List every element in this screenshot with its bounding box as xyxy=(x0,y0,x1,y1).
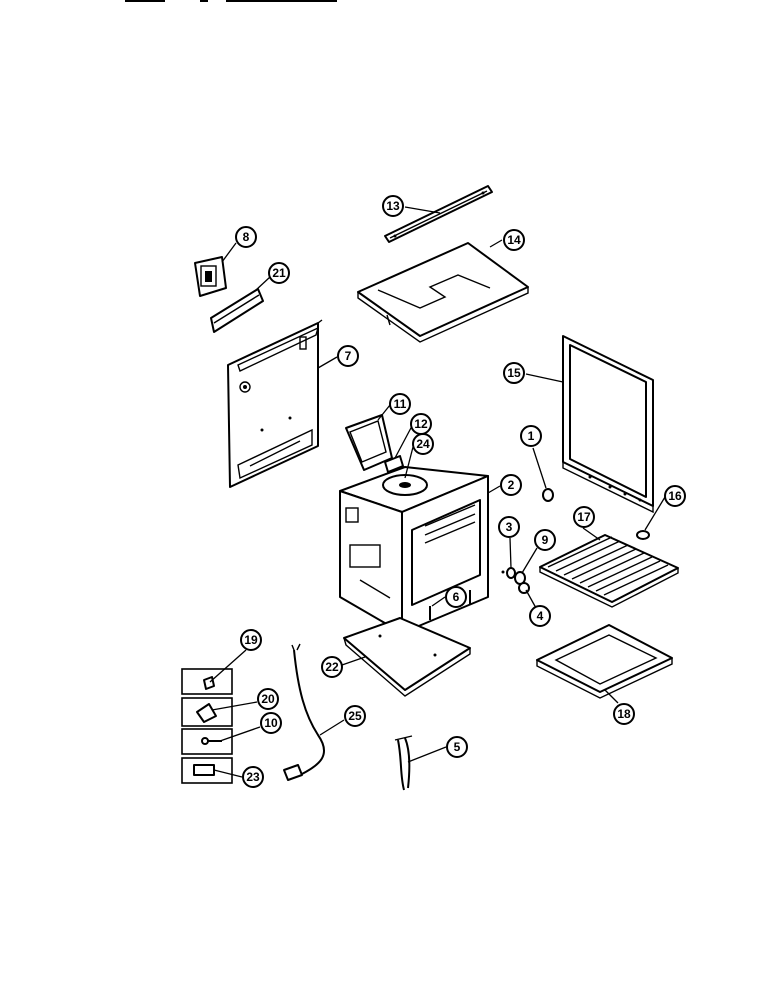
svg-text:3: 3 xyxy=(506,520,513,534)
leader-lines xyxy=(209,206,666,778)
svg-text:12: 12 xyxy=(414,417,428,431)
callout-7: 7 xyxy=(337,345,359,367)
part-15-door xyxy=(562,335,654,514)
callout-11: 11 xyxy=(389,393,411,415)
svg-text:1: 1 xyxy=(528,429,535,443)
callout-6: 6 xyxy=(445,586,467,608)
part-21-control-strip xyxy=(210,288,264,333)
hardware-box-23 xyxy=(181,757,233,784)
svg-text:23: 23 xyxy=(246,770,260,784)
callout-17: 17 xyxy=(573,506,595,528)
part-2-oven-body xyxy=(339,466,489,640)
callout-10: 10 xyxy=(260,712,282,734)
part-25-power-cord xyxy=(283,643,325,781)
part-8-control-switch xyxy=(194,256,227,297)
callout-20: 20 xyxy=(257,688,279,710)
part-5-wire-clip xyxy=(394,735,413,791)
svg-text:18: 18 xyxy=(617,707,631,721)
svg-text:16: 16 xyxy=(668,489,682,503)
callout-2: 2 xyxy=(500,474,522,496)
svg-text:4: 4 xyxy=(537,609,544,623)
svg-text:19: 19 xyxy=(244,633,258,647)
callout-9: 9 xyxy=(534,529,556,551)
callout-16: 16 xyxy=(664,485,686,507)
svg-text:13: 13 xyxy=(386,199,400,213)
callout-19: 19 xyxy=(240,629,262,651)
svg-text:5: 5 xyxy=(454,740,461,754)
callout-8: 8 xyxy=(235,226,257,248)
svg-text:8: 8 xyxy=(243,230,250,244)
part-14-cooktop-panel xyxy=(357,242,529,343)
part-18-broiler-pan xyxy=(536,624,673,699)
callout-1: 1 xyxy=(520,425,542,447)
svg-text:21: 21 xyxy=(272,266,286,280)
hardware-box-10 xyxy=(181,728,233,755)
svg-text:6: 6 xyxy=(453,590,460,604)
part-13-top-trim xyxy=(384,185,493,243)
svg-text:14: 14 xyxy=(507,233,521,247)
callout-3: 3 xyxy=(498,516,520,538)
part-17-oven-rack xyxy=(539,534,679,608)
callout-14: 14 xyxy=(503,229,525,251)
svg-text:11: 11 xyxy=(394,397,407,411)
callout-21: 21 xyxy=(268,262,290,284)
callout-24: 24 xyxy=(412,433,434,455)
callout-5: 5 xyxy=(446,736,468,758)
callout-4: 4 xyxy=(529,605,551,627)
svg-text:22: 22 xyxy=(325,660,339,674)
svg-text:20: 20 xyxy=(261,692,275,706)
svg-text:7: 7 xyxy=(345,349,352,363)
hardware-box-20 xyxy=(181,697,233,727)
callout-18: 18 xyxy=(613,703,635,725)
svg-text:10: 10 xyxy=(264,716,278,730)
callout-15: 15 xyxy=(503,362,525,384)
callout-13: 13 xyxy=(382,195,404,217)
part-3-9-4-light-assembly xyxy=(501,567,530,594)
callout-25: 25 xyxy=(344,705,366,727)
svg-text:15: 15 xyxy=(507,366,521,380)
part-11-burner-box xyxy=(345,414,393,471)
svg-text:25: 25 xyxy=(348,709,362,723)
svg-text:24: 24 xyxy=(416,437,430,451)
part-22-bottom-panel xyxy=(343,617,471,697)
callout-12: 12 xyxy=(410,413,432,435)
svg-text:9: 9 xyxy=(542,533,549,547)
part-16-pin xyxy=(636,530,650,540)
callout-22: 22 xyxy=(321,656,343,678)
callouts: 13 14 8 21 7 11 12 24 2 15 1 16 17 3 9 4… xyxy=(235,195,686,788)
hardware-box-19 xyxy=(181,668,233,695)
part-1-knob xyxy=(542,488,554,502)
part-7-back-panel xyxy=(227,319,323,488)
svg-text:2: 2 xyxy=(508,478,515,492)
svg-text:17: 17 xyxy=(577,510,591,524)
callout-23: 23 xyxy=(242,766,264,788)
